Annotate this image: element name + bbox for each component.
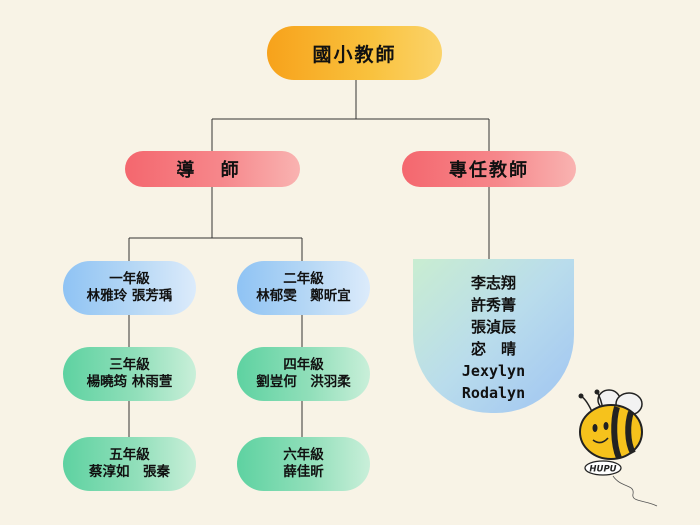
grade-3-teachers: 楊曉筠 林雨萱 — [86, 374, 173, 390]
grade-2-teachers: 林郁雯 鄭昕宜 — [256, 288, 351, 304]
grade-2-node: 二年級 林郁雯 鄭昕宜 — [237, 261, 370, 315]
logo-text: HUPU — [589, 465, 616, 475]
grade-4-teachers: 劉豈何 洪羽柔 — [256, 374, 351, 390]
specialist-name: 張湞辰 — [470, 318, 516, 336]
grade-3-node: 三年級 楊曉筠 林雨萱 — [63, 347, 196, 401]
root-node: 國小教師 — [267, 26, 442, 80]
grade-1-node: 一年級 林雅玲 張芳瑀 — [63, 261, 196, 315]
specialist-name: Jexylyn — [461, 362, 526, 380]
root-label: 國小教師 — [312, 43, 397, 66]
specialist-name: 李志翔 — [470, 274, 516, 292]
grade-6-title: 六年級 — [283, 447, 324, 463]
grade-4-title: 四年級 — [283, 357, 324, 373]
homeroom-teacher-label: 導 師 — [176, 160, 249, 181]
grade-1-teachers: 林雅玲 張芳瑀 — [86, 288, 173, 304]
grade-2-title: 二年級 — [283, 271, 324, 287]
subject-teacher-node: 專任教師 — [402, 151, 576, 187]
grade-3-title: 三年級 — [109, 357, 150, 373]
grade-4-node: 四年級 劉豈何 洪羽柔 — [237, 347, 370, 401]
grade-6-teachers: 薛佳昕 — [283, 464, 324, 480]
grade-6-node: 六年級 薛佳昕 — [237, 437, 370, 491]
specialist-name: Rodalyn — [461, 384, 526, 402]
subject-teacher-label: 專任教師 — [449, 160, 529, 181]
homeroom-teacher-node: 導 師 — [125, 151, 300, 187]
specialist-name: 許秀菁 — [470, 296, 516, 314]
grade-5-node: 五年級 蔡淳如 張秦 — [63, 437, 196, 491]
specialist-teachers-box: 李志翔 許秀菁 張湞辰 宓 晴 Jexylyn Rodalyn — [413, 259, 574, 413]
grade-1-title: 一年級 — [109, 271, 150, 287]
bee-logo-icon: HUPU — [578, 389, 658, 507]
grade-5-teachers: 蔡淳如 張秦 — [89, 464, 170, 480]
grade-5-title: 五年級 — [109, 447, 150, 463]
specialist-name: 宓 晴 — [470, 340, 516, 358]
